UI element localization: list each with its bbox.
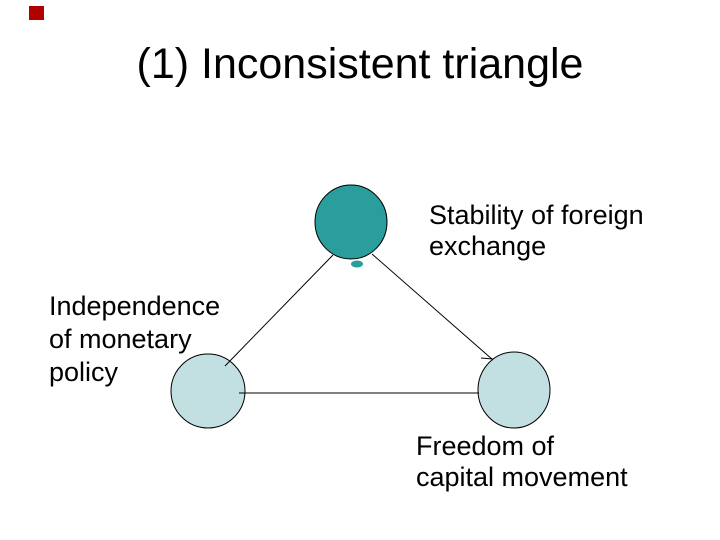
independence-label: Independence of monetary policy: [49, 290, 220, 389]
independence-label-line2: of monetary: [49, 324, 192, 354]
tick-mark-near-right-circle: [480, 357, 494, 360]
stability-label-line2: exchange: [429, 231, 547, 261]
freedom-label-line1: Freedom of: [416, 431, 555, 461]
edge-top-to-bottomright: [371, 253, 494, 361]
stability-label: Stability of foreign exchange: [429, 200, 644, 262]
independence-label-line3: policy: [49, 357, 119, 387]
stability-node-circle: [314, 184, 388, 260]
independence-label-line1: Independence: [49, 291, 221, 321]
edge-top-to-bottomleft: [224, 254, 334, 367]
freedom-label: Freedom of capital movement: [416, 431, 628, 493]
teal-artifact-mark: [351, 260, 363, 268]
monetary-independence-node-circle: [170, 353, 246, 429]
slide-title: (1) Inconsistent triangle: [136, 40, 584, 88]
stability-label-line1: Stability of foreign: [429, 200, 644, 230]
red-corner-marker: [29, 6, 44, 20]
capital-freedom-node-circle: [477, 351, 551, 429]
freedom-label-line2: capital movement: [416, 462, 628, 492]
